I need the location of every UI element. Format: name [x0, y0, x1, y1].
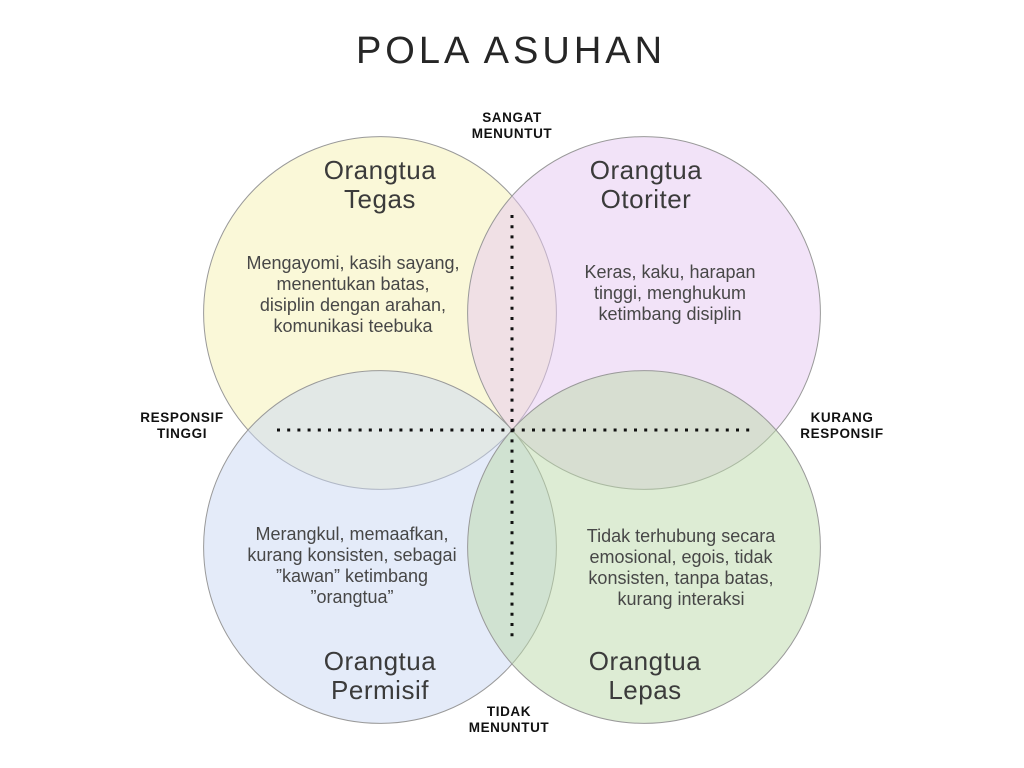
axis-label-tidak-menuntut: TIDAK MENUNTUT [468, 704, 550, 735]
quadrant-description-orangtua-tegas: Mengayomi, kasih sayang, menentukan bata… [246, 253, 460, 336]
quadrant-description-orangtua-lepas: Tidak terhubung secara emosional, egois,… [586, 526, 776, 609]
axis-label-responsif-tinggi: RESPONSIF TINGGI [140, 410, 224, 441]
circle-orangtua-lepas [467, 370, 821, 724]
axis-label-sangat-menuntut: SANGAT MENUNTUT [471, 110, 553, 141]
quadrant-description-orangtua-otoriter: Keras, kaku, harapan tinggi, menghukum k… [584, 262, 756, 324]
axis-label-kurang-responsif: KURANG RESPONSIF [800, 410, 884, 441]
quadrant-title-orangtua-lepas: Orangtua Lepas [588, 646, 702, 705]
quadrant-title-orangtua-permisif: Orangtua Permisif [323, 646, 437, 705]
quadrant-description-orangtua-permisif: Merangkul, memaafkan, kurang konsisten, … [247, 524, 457, 607]
quadrant-title-orangtua-tegas: Orangtua Tegas [323, 155, 437, 214]
page-title: POLA ASUHAN [355, 30, 667, 72]
quadrant-title-orangtua-otoriter: Orangtua Otoriter [589, 155, 703, 214]
